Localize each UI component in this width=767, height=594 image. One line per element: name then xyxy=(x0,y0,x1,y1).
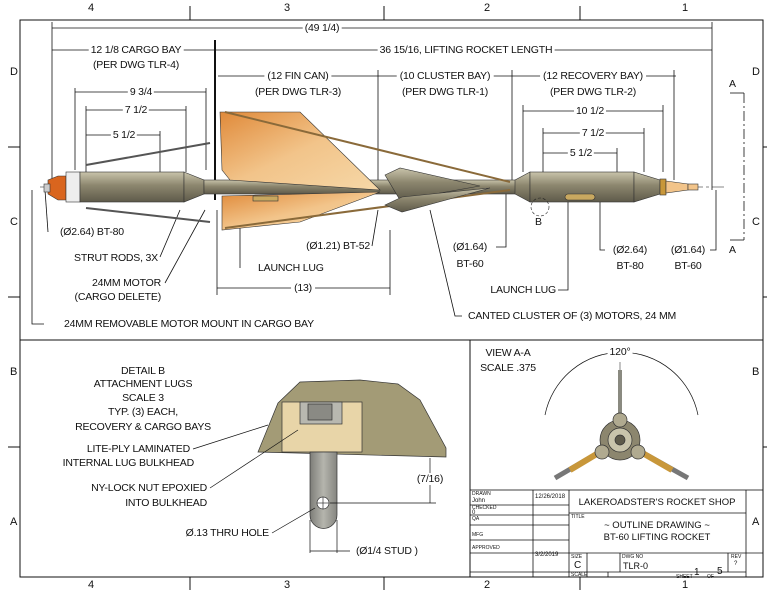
bt60-center-dia: (Ø1.64) xyxy=(452,241,488,253)
cargo-dim-2: 7 1/2 xyxy=(122,104,150,116)
recovery-dim-1: 10 1/2 xyxy=(574,105,606,117)
nut-callout-2: INTO BULKHEAD xyxy=(125,497,207,509)
rocket-main-view xyxy=(43,111,699,231)
zone-col-4-bottom: 4 xyxy=(88,579,95,591)
view-aa-drawing xyxy=(544,351,699,481)
bulkhead-callout-2: INTERNAL LUG BULKHEAD xyxy=(62,457,195,469)
detail-b-title: DETAIL B xyxy=(121,365,165,377)
zone-col-3-bottom: 3 xyxy=(284,579,291,591)
strut-rods-callout: STRUT RODS, 3X xyxy=(74,252,158,264)
fin-span-dim: (13) xyxy=(291,282,315,294)
bulkhead-callout: LITE-PLY LAMINATED xyxy=(86,443,190,455)
drawn-by: John xyxy=(472,498,486,504)
zone-row-a-right: A xyxy=(752,516,760,528)
motor-note: (CARGO DELETE) xyxy=(74,291,162,303)
zone-row-c: C xyxy=(10,216,18,228)
zone-col-4: 4 xyxy=(88,2,95,14)
lifting-length-dim: 36 15/16, LIFTING ROCKET LENGTH xyxy=(377,44,555,56)
canted-cluster-callout: CANTED CLUSTER OF (3) MOTORS, 24 MM xyxy=(468,310,677,322)
offset-dim: (7/16) xyxy=(416,473,444,485)
zone-col-2-bottom: 2 xyxy=(484,579,491,591)
of-label: OF xyxy=(707,574,714,580)
zone-col-3: 3 xyxy=(284,2,291,14)
rev-label: REV xyxy=(731,554,742,560)
detail-b-drawing xyxy=(192,379,447,553)
bt60-right-dia: (Ø1.64) xyxy=(670,244,706,256)
cargo-dim-3: 5 1/2 xyxy=(110,129,138,141)
recovery-dim-3: 5 1/2 xyxy=(567,147,595,159)
zone-row-b: B xyxy=(10,366,18,378)
bt80-right-dia: (Ø2.64) xyxy=(612,244,648,256)
zone-col-1: 1 xyxy=(682,2,689,14)
section-a-label-bottom: A xyxy=(729,244,736,256)
removable-mount-callout: 24MM REMOVABLE MOTOR MOUNT IN CARGO BAY xyxy=(64,318,314,330)
sheet-label: SHEET xyxy=(676,574,693,580)
view-aa-title: VIEW A-A xyxy=(485,347,531,359)
cargo-dim-1: 9 3/4 xyxy=(127,86,155,98)
size-label: SIZE xyxy=(571,554,583,560)
dwg-number: TLR-0 xyxy=(623,561,649,571)
mfg-label: MFG xyxy=(472,532,484,538)
sheet-count: 5 xyxy=(717,566,723,577)
drawn-date: 12/26/2018 xyxy=(535,494,566,500)
title-label: TITLE xyxy=(571,514,585,520)
approved-date: 3/2/2019 xyxy=(535,552,559,558)
nut-callout: NY-LOCK NUT EPOXIED xyxy=(91,482,207,494)
sheet-number: 1 xyxy=(694,567,700,578)
fin-can-dim: (12 FIN CAN) xyxy=(264,70,332,82)
zone-row-b-right: B xyxy=(752,366,760,378)
bt52-callout: (Ø1.21) BT-52 xyxy=(306,240,370,252)
detail-b-line-2: ATTACHMENT LUGS xyxy=(93,378,193,390)
detail-b-marker: B xyxy=(535,216,542,228)
zone-col-2: 2 xyxy=(484,2,491,14)
cluster-bay-ref: (PER DWG TLR-1) xyxy=(401,86,489,98)
detail-b-line-4: TYP. (3) EACH, xyxy=(108,406,178,418)
detail-b-line-3: SCALE 3 xyxy=(122,392,164,404)
rev-value: ? xyxy=(734,561,738,567)
recovery-bay-dim: (12 RECOVERY BAY) xyxy=(540,70,646,82)
overall-length-dim: (49 1/4) xyxy=(302,22,342,34)
zone-row-c-right: C xyxy=(752,216,760,228)
stud-dim: (Ø1/4 STUD ) xyxy=(356,545,418,557)
qa-label: QA xyxy=(472,516,480,522)
zone-row-a: A xyxy=(10,516,18,528)
cluster-bay-dim: (10 CLUSTER BAY) xyxy=(396,70,494,82)
fin-can-ref: (PER DWG TLR-3) xyxy=(254,86,342,98)
checked-label: CHECKED xyxy=(472,505,497,511)
approved-label: APPROVED xyxy=(472,545,500,551)
zone-row-d-right: D xyxy=(752,66,760,78)
bt60-center-label: BT-60 xyxy=(456,258,484,270)
bt80-right-label: BT-80 xyxy=(616,260,644,272)
title-line-1: ~ OUTLINE DRAWING ~ xyxy=(604,520,710,531)
section-a-label-top: A xyxy=(729,78,736,90)
drawn-label: DRAWN xyxy=(472,491,491,497)
title-line-2: BT-60 LIFTING ROCKET xyxy=(603,532,711,543)
company-name: LAKEROADSTER'S ROCKET SHOP xyxy=(578,497,736,508)
recovery-dim-2: 7 1/2 xyxy=(579,127,607,139)
motor-callout: 24MM MOTOR xyxy=(92,277,161,289)
cargo-bay-ref: (PER DWG TLR-4) xyxy=(92,59,180,71)
cargo-tube-dia-callout: (Ø2.64) BT-80 xyxy=(60,226,124,238)
view-aa-angle: 120° xyxy=(607,346,633,358)
bt60-right-label: BT-60 xyxy=(674,260,702,272)
zone-row-d: D xyxy=(10,66,18,78)
launch-lug-right-callout: LAUNCH LUG xyxy=(490,284,556,296)
launch-lug-left-callout: LAUNCH LUG xyxy=(258,262,324,274)
cargo-bay-dim: 12 1/8 CARGO BAY xyxy=(88,44,184,56)
detail-b-line-5: RECOVERY & CARGO BAYS xyxy=(75,421,211,433)
dwg-label: DWG NO xyxy=(622,554,644,560)
view-aa-scale: SCALE .375 xyxy=(480,362,536,374)
title-block-grid xyxy=(469,489,764,578)
size-value: C xyxy=(574,560,582,571)
hole-callout: Ø.13 THRU HOLE xyxy=(185,527,270,539)
zone-col-1-bottom: 1 xyxy=(682,579,689,591)
scale-label: SCALE xyxy=(571,572,588,578)
recovery-bay-ref: (PER DWG TLR-2) xyxy=(549,86,637,98)
checked-by: 0 xyxy=(472,510,476,516)
